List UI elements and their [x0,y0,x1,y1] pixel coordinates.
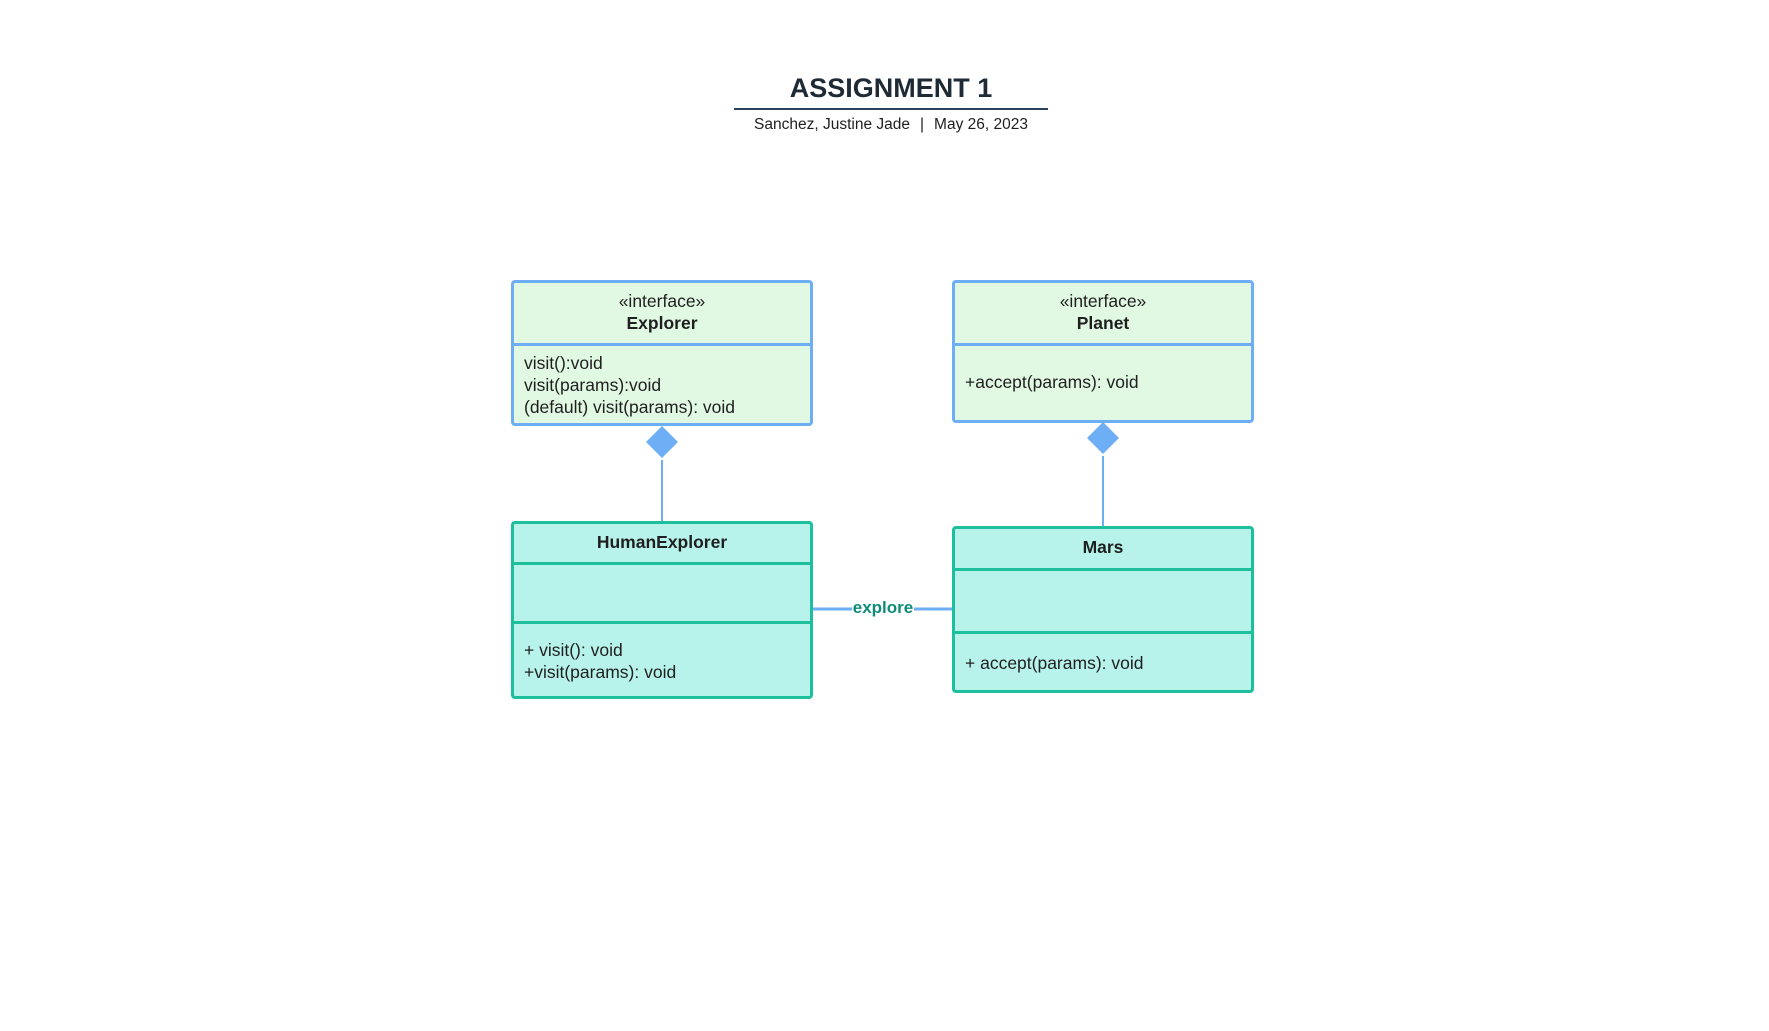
human-explorer-class-box[interactable]: HumanExplorer + visit(): void +visit(par… [511,521,813,699]
title-underline [734,108,1048,110]
planet-operations-compartment: +accept(params): void [955,343,1251,393]
planet-operation: +accept(params): void [965,372,1139,392]
explorer-operation: (default) visit(params): void [524,397,736,417]
mars-name-compartment: Mars [955,529,1251,568]
document-date: May 26, 2023 [934,116,1028,133]
explorer-interface-box[interactable]: «interface» Explorer visit():void visit(… [511,280,813,426]
explorer-composition-diamond [646,426,678,458]
mars-operations-compartment: + accept(params): void [955,631,1251,674]
explorer-stereotype: «interface» [618,291,706,311]
mars-class-box[interactable]: Mars + accept(params): void [952,526,1254,693]
diagram-header: ASSIGNMENT 1 Sanchez, Justine Jade | May 2… [734,72,1048,134]
planet-stereotype: «interface» [1059,291,1147,311]
mars-operation: + accept(params): void [965,653,1144,673]
mars-class-name: Mars [1082,537,1124,557]
explorer-operation: visit(params):void [524,375,662,395]
explorer-operation: visit():void [524,353,603,373]
planet-name-compartment: «interface» Planet [955,283,1251,343]
human-explorer-operation: +visit(params): void [524,662,677,682]
human-explorer-operations-compartment: + visit(): void +visit(params): void [514,621,810,683]
diagram-title: ASSIGNMENT 1 [789,73,993,103]
planet-class-name: Planet [1076,313,1130,333]
human-explorer-class-name: HumanExplorer [596,532,728,552]
mars-attributes-compartment [955,568,1251,631]
explorer-class-name: Explorer [626,313,698,333]
subtitle-separator: | [920,116,925,133]
human-explorer-name-compartment: HumanExplorer [514,524,810,562]
planet-interface-box[interactable]: «interface» Planet +accept(params): void [952,280,1254,423]
diagram-subtitle: Sanchez, Justine Jade | May 26, 2023 [734,116,1048,134]
explorer-name-compartment: «interface» Explorer [514,283,810,343]
human-explorer-attributes-compartment [514,562,810,621]
human-explorer-operation: + visit(): void [524,640,623,660]
author-name: Sanchez, Justine Jade [754,116,910,133]
explorer-operations-compartment: visit():void visit(params):void (default… [514,343,810,418]
explore-association-label: explore [852,598,914,618]
planet-composition-diamond [1087,422,1119,454]
